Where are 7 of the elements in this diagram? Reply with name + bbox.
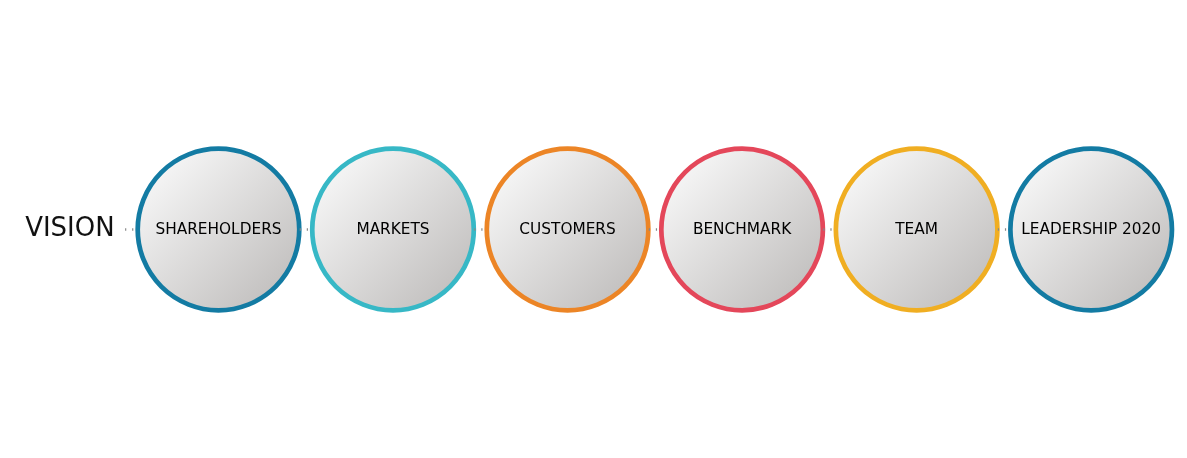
node-circle: BENCHMARK (658, 145, 826, 313)
node-circle: LEADERSHIP 2020 (1008, 145, 1175, 313)
node-text: VISION (25, 211, 115, 242)
node-circle: TEAM (833, 145, 1000, 313)
node-circle: CUSTOMERS (484, 145, 651, 313)
node-circle: SHAREHOLDERS (135, 145, 302, 313)
node-circle: MARKETS (309, 145, 477, 313)
